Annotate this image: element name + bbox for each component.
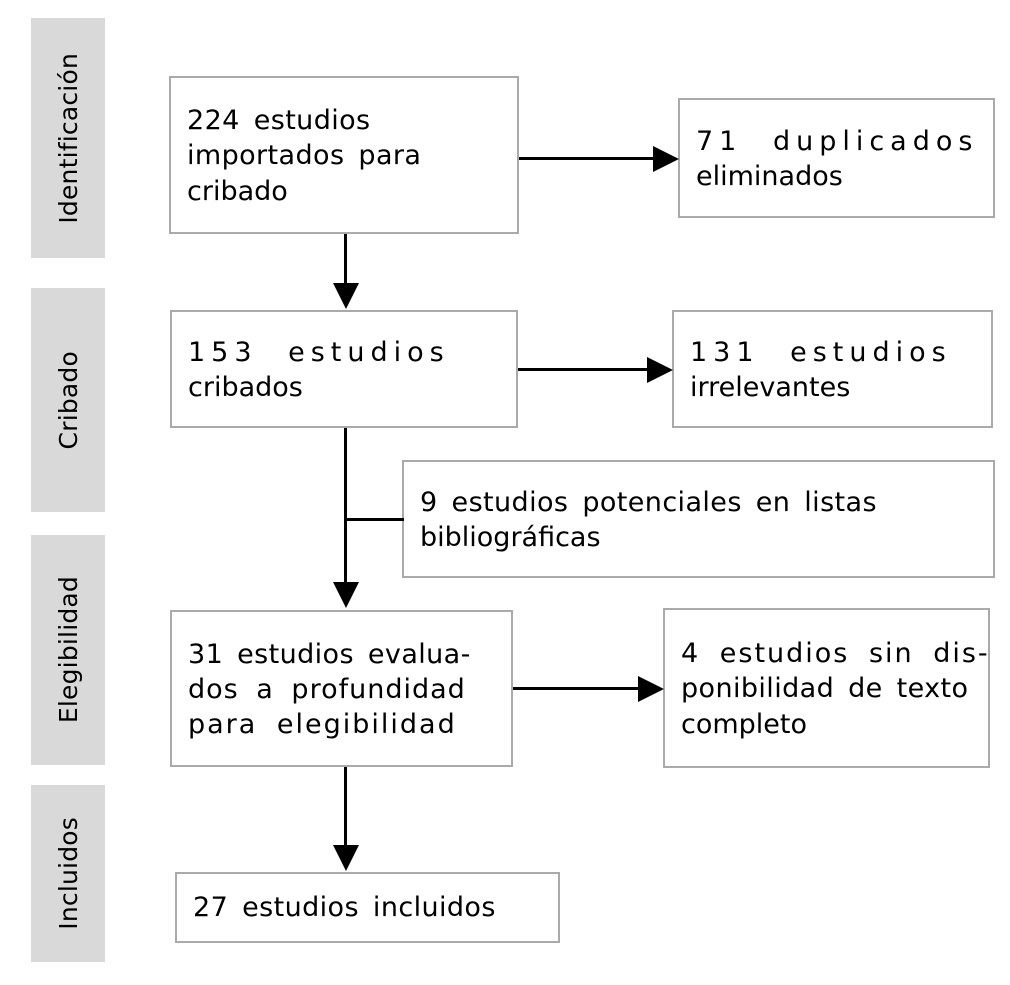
box-line: 9 estudios potenciales en listas (420, 486, 877, 518)
stage-label-incluidos: Incluidos (31, 785, 105, 962)
stage-label-cribado: Cribado (31, 288, 105, 512)
arrow-imported-to-duplicates-line (519, 157, 656, 160)
box-irrelevant-studies: 131 estudios irrelevantes (672, 310, 993, 428)
box-line: 71 duplicados (696, 125, 979, 157)
box-line: importados para (187, 140, 422, 172)
arrow-reference-lists-to-assessed-line (346, 518, 404, 521)
stage-label-text: Incluidos (53, 817, 83, 930)
box-line: 27 estudios incluidos (193, 891, 496, 923)
box-line: 4 estudios sin dis- (681, 638, 990, 670)
arrow-assessed-to-nofulltext-head (638, 676, 664, 702)
box-line: 31 estudios evalua- (188, 638, 471, 670)
stage-label-text: Identificación (53, 52, 83, 224)
box-line: cribado (187, 175, 288, 207)
box-line: bibliográficas (420, 522, 601, 553)
box-line: para elegibilidad (188, 709, 457, 741)
arrow-imported-to-screened-line (344, 234, 347, 288)
box-line: dos a profundidad (188, 673, 466, 705)
box-no-fulltext-studies: 4 estudios sin dis- ponibilidad de texto… (663, 608, 990, 768)
arrow-screened-to-assessed-line (344, 428, 347, 584)
arrow-assessed-to-nofulltext-line (513, 687, 641, 690)
box-line: 131 estudios (690, 336, 952, 368)
box-duplicates-removed: 71 duplicados eliminados (678, 98, 995, 218)
box-line: 153 estudios (188, 336, 450, 368)
box-screened-studies: 153 estudios cribados (170, 310, 518, 428)
stage-label-elegibilidad: Elegibilidad (31, 535, 105, 765)
arrow-assessed-to-included-line (344, 767, 347, 847)
box-assessed-studies: 31 estudios evalua- dos a profundidad pa… (170, 610, 513, 767)
arrow-screened-to-irrelevant-head (647, 357, 673, 383)
stage-label-identificacion: Identificación (31, 18, 105, 258)
box-line: 224 estudios (187, 105, 371, 137)
arrow-screened-to-assessed-head (333, 582, 359, 608)
stage-label-text: Cribado (53, 350, 83, 450)
box-line: irrelevantes (690, 372, 851, 403)
box-line: cribados (188, 372, 303, 403)
arrow-screened-to-irrelevant-line (518, 368, 650, 371)
box-imported-studies: 224 estudios importados para cribado (169, 76, 519, 234)
arrow-imported-to-duplicates-head (653, 146, 679, 172)
arrow-assessed-to-included-head (333, 845, 359, 871)
arrow-imported-to-screened-head (333, 283, 359, 309)
box-reference-list-studies: 9 estudios potenciales en listas bibliog… (402, 460, 995, 578)
box-line: ponibilidad de texto (681, 673, 969, 705)
box-line: eliminados (696, 161, 843, 192)
box-line: completo (681, 708, 808, 740)
box-included-studies: 27 estudios incluidos (175, 872, 560, 943)
stage-label-text: Elegibilidad (53, 576, 83, 724)
